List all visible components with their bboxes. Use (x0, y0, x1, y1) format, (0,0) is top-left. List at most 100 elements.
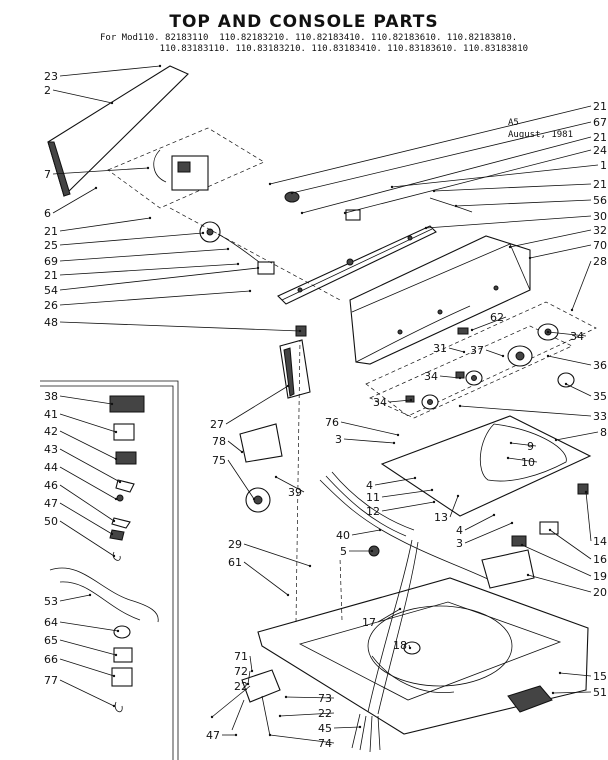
callout-label: 71 (234, 650, 248, 663)
leader-tip (274, 475, 278, 479)
leader-line (249, 655, 253, 672)
part-junction-box (231, 669, 281, 737)
leader-tip (408, 646, 412, 650)
leader-tip (548, 528, 552, 532)
leader-line (225, 385, 289, 425)
callout-label: 65 (44, 634, 58, 647)
callout-44: 44 (44, 461, 118, 501)
callout-label: 77 (44, 674, 58, 687)
leader-line (549, 529, 592, 560)
callout-2: 2 (44, 84, 114, 105)
leader-line (381, 489, 433, 498)
callout-64: 64 (44, 616, 120, 633)
callout-56: 56 (454, 194, 607, 208)
leader-tip (114, 457, 118, 461)
callout-layer: 2326212569215426487216721241215630327028… (44, 64, 607, 750)
callout-label: 38 (44, 390, 58, 403)
leader-tip (509, 441, 513, 445)
callout-label: 18 (393, 639, 407, 652)
revision-stamp: A5 August, 1981 (508, 117, 573, 141)
leader-line (59, 267, 259, 291)
callout-label: 32 (593, 224, 607, 237)
leader-tip (558, 671, 562, 675)
part-switch-69 (257, 261, 275, 275)
callout-27: 27 (210, 384, 290, 431)
leader-line (301, 136, 592, 214)
leader-tip (252, 497, 256, 501)
leader-line (547, 331, 587, 337)
callout-70: 70 (528, 239, 607, 260)
callout-label: 2 (44, 84, 51, 97)
callout-30: 30 (424, 210, 607, 230)
leader-tip (508, 245, 512, 249)
callout-label: 47 (206, 729, 220, 742)
callout-label: 72 (234, 665, 248, 678)
callout-label: 33 (593, 410, 607, 423)
leader-line (52, 167, 149, 175)
callout-61: 61 (228, 556, 290, 597)
callout-47: 47 (44, 497, 114, 536)
leader-line (381, 501, 435, 512)
knob-panel-outline (365, 301, 597, 417)
leader-tip (378, 528, 382, 532)
leader-line (59, 413, 117, 433)
leader-line (439, 375, 461, 379)
callout-label: 4 (366, 479, 373, 492)
leader-tip (290, 191, 294, 195)
callout-50: 50 (44, 515, 116, 558)
callout-53: 53 (44, 593, 92, 608)
leader-tip (110, 402, 114, 406)
leader-line (340, 421, 399, 436)
callout-label: 39 (288, 486, 302, 499)
callout-26: 26 (44, 289, 252, 312)
leader-tip (88, 593, 92, 597)
callout-1: 1 (390, 159, 607, 189)
callout-label: 61 (228, 556, 242, 569)
callout-label: 28 (593, 255, 607, 268)
part-rear-cover (47, 65, 189, 198)
leader-tip (492, 513, 496, 517)
callout-37: 37 (470, 344, 505, 358)
leader-tip (390, 185, 394, 189)
callout-14: 14 (584, 490, 607, 548)
callout-label: 22 (234, 680, 248, 693)
callout-label: 22 (318, 707, 332, 720)
leader-line (59, 502, 113, 535)
leader-tip (510, 521, 514, 525)
stamp-code: A5 (508, 118, 519, 128)
leader-tip (118, 480, 122, 484)
leader-tip (268, 182, 272, 186)
leader-line (59, 466, 117, 500)
leader-tip (298, 329, 302, 333)
leader-line (527, 574, 592, 593)
stamp-date: August, 1981 (508, 130, 574, 140)
callout-label: 76 (325, 416, 339, 429)
leader-line (529, 244, 592, 259)
leader-tip (240, 450, 244, 454)
leader-line (275, 476, 305, 493)
leader-tip (286, 593, 290, 597)
leader-tip (343, 211, 347, 215)
callout-label: 6 (44, 207, 51, 220)
leader-line (448, 347, 465, 353)
callout-label: 73 (318, 692, 332, 705)
leader-line (59, 448, 121, 483)
callout-label: 1 (600, 159, 607, 172)
leader-tip (430, 488, 434, 492)
callout-label: 69 (44, 255, 58, 268)
leader-line (59, 321, 301, 332)
part-front-panel (279, 339, 311, 399)
callout-24: 24 (343, 144, 607, 215)
callout-label: 9 (527, 440, 534, 453)
callout-40: 40 (336, 528, 382, 542)
callout-label: 46 (44, 479, 58, 492)
callout-36: 36 (546, 354, 607, 372)
part-top-cover (380, 415, 592, 517)
callout-78: 78 (212, 435, 244, 454)
leader-tip (432, 500, 436, 504)
leader-line (333, 726, 361, 729)
callout-28: 28 (570, 255, 607, 312)
leader-line (247, 670, 251, 685)
callout-label: 30 (593, 210, 607, 223)
page-title: TOP AND CONSOLE PARTS (169, 12, 439, 32)
